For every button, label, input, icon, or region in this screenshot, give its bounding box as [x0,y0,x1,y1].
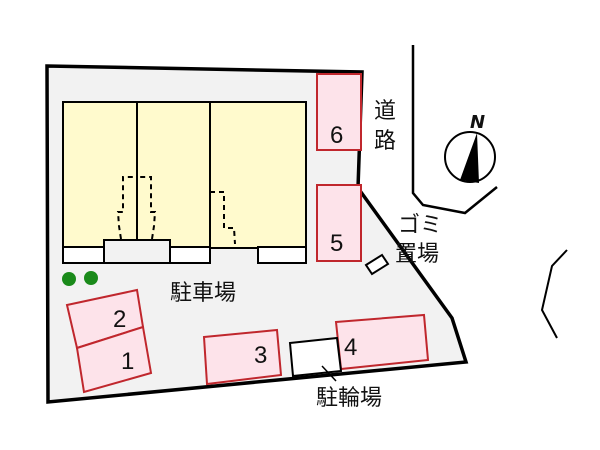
north-label: N [470,112,485,133]
parking-number-1: 1 [121,348,134,375]
bicycle-parking-label: 駐輪場 [316,386,382,411]
garbage-area [364,253,390,276]
parking-number-5: 5 [330,230,343,257]
parking-space-3 [202,328,283,386]
road-edge-line [411,45,498,215]
parking-lot-label: 駐車場 [170,281,236,306]
road-edge-line-far [540,249,568,339]
garbage-label-2: 置場 [395,242,439,267]
building [62,101,307,264]
bicycle-parking-area [288,336,343,378]
parking-number-6: 6 [330,122,343,149]
parking-number-2: 2 [113,306,126,333]
parking-number-3: 3 [254,342,267,369]
road-label-1: 道 [374,99,396,124]
tree-icon [62,272,76,286]
north-compass-icon [444,131,496,183]
garbage-label-1: ゴミ [398,213,442,238]
bicycle-parking-leader [321,365,337,382]
parking-space-6 [316,73,362,151]
parking-space-5 [316,184,362,262]
parking-number-4: 4 [344,334,357,361]
parking-space-1 [75,325,153,394]
tree-icon [84,271,98,285]
road-label-2: 路 [374,129,396,154]
